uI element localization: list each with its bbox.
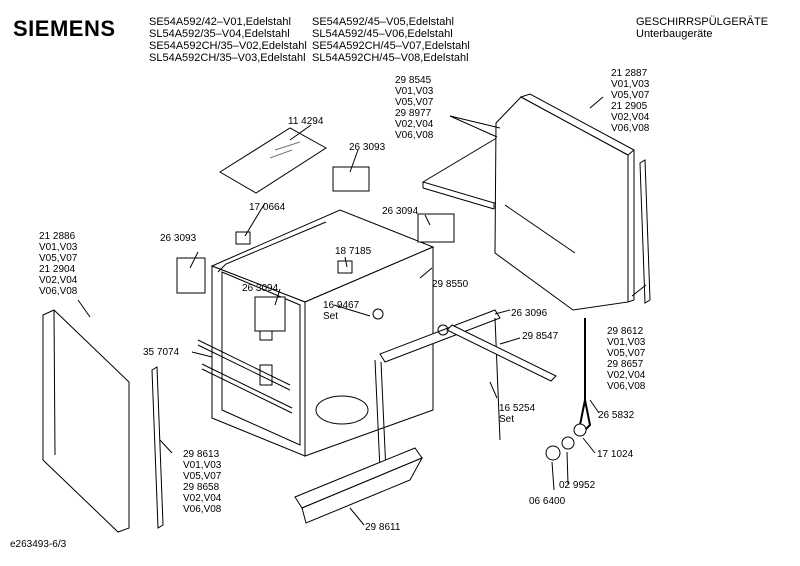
bracket-263094-mid [254, 296, 286, 332]
part-label: 17 1024 [597, 449, 634, 460]
part-label: 11 4294 [288, 116, 324, 127]
fitting-029952 [561, 436, 575, 450]
bracket-263094-top [417, 213, 455, 243]
part-label-group-left: 21 2886 V01,V03 V05,V07 21 2904 V02,V04 … [39, 231, 77, 297]
part-label: 29 8611 [365, 522, 401, 533]
part-line: V01,V03 [611, 79, 650, 90]
part-note: Set [499, 414, 515, 425]
model-line: SE54A592CH/35–V02,Edelstahl [149, 40, 307, 52]
left-side-panel [42, 309, 130, 533]
clip-170664 [235, 231, 251, 245]
part-label: 18 7185 [335, 246, 372, 257]
part-line: 21 2886 [39, 231, 76, 242]
part-line: V06,V08 [607, 381, 646, 392]
model-list-right: SE54A592/45–V05,Edelstahl SL54A592/45–V0… [312, 16, 470, 64]
model-line: SL54A592CH/45–V08,Edelstahl [312, 52, 469, 64]
category-block: GESCHIRRSPÜLGERÄTE Unterbaugeräte [636, 16, 768, 40]
part-label: 16 9467 Set [323, 300, 359, 322]
model-line: SE54A592CH/45–V07,Edelstahl [312, 40, 470, 52]
model-line: SL54A592/35–V04,Edelstahl [149, 28, 290, 40]
part-line: V05,V07 [607, 348, 646, 359]
side-trim-front [379, 309, 501, 363]
brand-logo: SIEMENS [13, 16, 116, 41]
part-label: 16 5254 Set [499, 403, 535, 425]
part-note: Set [323, 311, 339, 322]
part-line: 21 2904 [39, 264, 76, 275]
part-number: 16 9467 [323, 300, 360, 311]
part-line: 29 8657 [607, 359, 644, 370]
part-label: 29 8547 [522, 331, 559, 342]
part-label: 02 9952 [559, 480, 596, 491]
part-label: 17 0664 [249, 202, 286, 213]
part-line: V01,V03 [183, 460, 222, 471]
part-label-group-bottom-left: 29 8613 V01,V03 V05,V07 29 8658 V02,V04 … [183, 449, 221, 515]
part-line: V05,V07 [395, 97, 434, 108]
clip-187185 [337, 260, 353, 274]
part-line: 29 8658 [183, 482, 220, 493]
part-169467 [372, 308, 384, 320]
part-line: 29 8545 [395, 75, 432, 86]
part-line: V06,V08 [39, 286, 78, 297]
part-line: V02,V04 [39, 275, 78, 286]
part-line: 29 8612 [607, 326, 644, 337]
part-line: V02,V04 [607, 370, 646, 381]
part-label: 26 5832 [598, 410, 635, 421]
part-line: V01,V03 [395, 86, 434, 97]
model-line: SL54A592CH/35–V03,Edelstahl [149, 52, 306, 64]
part-label-group-top-right: 21 2887 V01,V03 V05,V07 21 2905 V02,V04 … [611, 68, 649, 134]
left-trim-strip [151, 366, 164, 529]
spray-arm [446, 324, 557, 382]
model-line: SE54A592/45–V05,Edelstahl [312, 16, 454, 28]
part-label: 26 3094 [242, 283, 279, 294]
part-label-group-top-center: 29 8545 V01,V03 V05,V07 29 8977 V02,V04 … [395, 75, 433, 141]
fitting-064400 [545, 445, 561, 461]
part-line: V05,V07 [39, 253, 78, 264]
part-line: V06,V08 [183, 504, 222, 515]
part-number: 16 5254 [499, 403, 536, 414]
document-id: e263493-6/3 [10, 539, 67, 550]
door-rail [197, 339, 291, 386]
part-line: V06,V08 [611, 123, 650, 134]
part-line: 21 2887 [611, 68, 648, 79]
part-line: V02,V04 [611, 112, 650, 123]
model-list-left: SE54A592/42–V01,Edelstahl SL54A592/35–V0… [149, 16, 307, 64]
part-line: V01,V03 [39, 242, 78, 253]
hose [578, 318, 592, 432]
right-trim-strip [639, 159, 651, 304]
countertop-sheet [219, 127, 327, 194]
part-label: 26 3094 [382, 206, 419, 217]
bracket-263093-left [176, 257, 206, 294]
part-label: 26 3093 [349, 142, 386, 153]
part-label: 26 3093 [160, 233, 197, 244]
bracket-263093-top [332, 166, 370, 192]
part-line: 29 8613 [183, 449, 220, 460]
right-side-panel [494, 96, 629, 311]
part-line: V05,V07 [611, 90, 650, 101]
part-line: V05,V07 [183, 471, 222, 482]
part-label: 35 7074 [143, 347, 180, 358]
fitting-171024 [573, 423, 587, 437]
part-line: V06,V08 [395, 130, 434, 141]
part-label: 29 8550 [432, 279, 469, 290]
part-line: V01,V03 [607, 337, 646, 348]
model-line: SL54A592/45–V06,Edelstahl [312, 28, 453, 40]
model-line: SE54A592/42–V01,Edelstahl [149, 16, 291, 28]
category-title: GESCHIRRSPÜLGERÄTE [636, 16, 769, 28]
part-label: 06 6400 [529, 496, 566, 507]
part-line: 21 2905 [611, 101, 648, 112]
part-label-group-right: 29 8612 V01,V03 V05,V07 29 8657 V02,V04 … [607, 326, 645, 392]
tub-side [304, 246, 434, 457]
part-line: 29 8977 [395, 108, 432, 119]
part-line: V02,V04 [395, 119, 434, 130]
part-label: 26 3096 [511, 308, 548, 319]
part-line: V02,V04 [183, 493, 222, 504]
category-subtitle: Unterbaugeräte [636, 28, 713, 40]
